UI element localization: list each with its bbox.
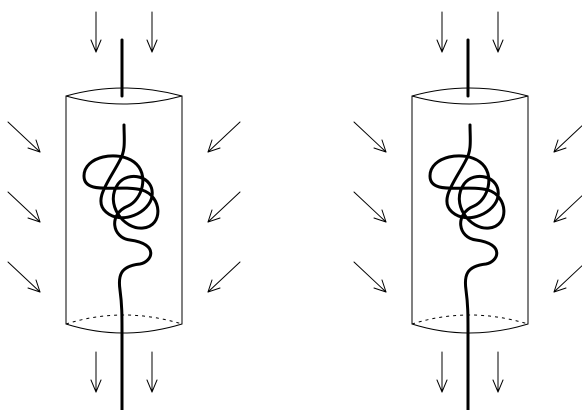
arrow-top-right [492,11,504,53]
knotted-string [428,38,506,410]
arrow-top-left [436,11,448,53]
cylinder-bottom-back-dashed [411,314,529,325]
arrow-top-right [146,11,158,53]
cylinder-top-rim [411,87,529,105]
knot [82,123,160,332]
arrow-left-1 [353,121,387,153]
cylinder-bottom-front [65,323,183,334]
cylinder [411,87,529,334]
arrow-bottom-left [436,351,448,393]
knotted-string [82,38,160,410]
arrow-right-2 [207,191,241,223]
arrow-bottom-left [90,351,102,393]
arrow-left-2 [353,191,387,223]
arrow-right-2 [553,195,582,223]
arrow-left-3 [353,261,387,293]
cylinder-bottom-front [411,323,529,334]
arrow-top-left [90,11,102,53]
cylinder-top-rim [65,87,183,105]
cylinder-bottom-back-dashed [65,314,183,325]
arrow-left-3 [7,261,41,293]
panel-right [353,11,582,410]
panel-left [7,11,241,410]
arrow-bottom-right [146,351,158,393]
arrow-right-1 [207,121,241,153]
arrow-right-3 [553,265,582,293]
arrow-left-1 [7,121,41,153]
knot [428,123,506,332]
cylinder [65,87,183,334]
arrow-right-3 [207,261,241,293]
arrow-left-2 [7,191,41,223]
arrow-right-1 [553,125,582,153]
arrow-bottom-right [492,351,504,393]
